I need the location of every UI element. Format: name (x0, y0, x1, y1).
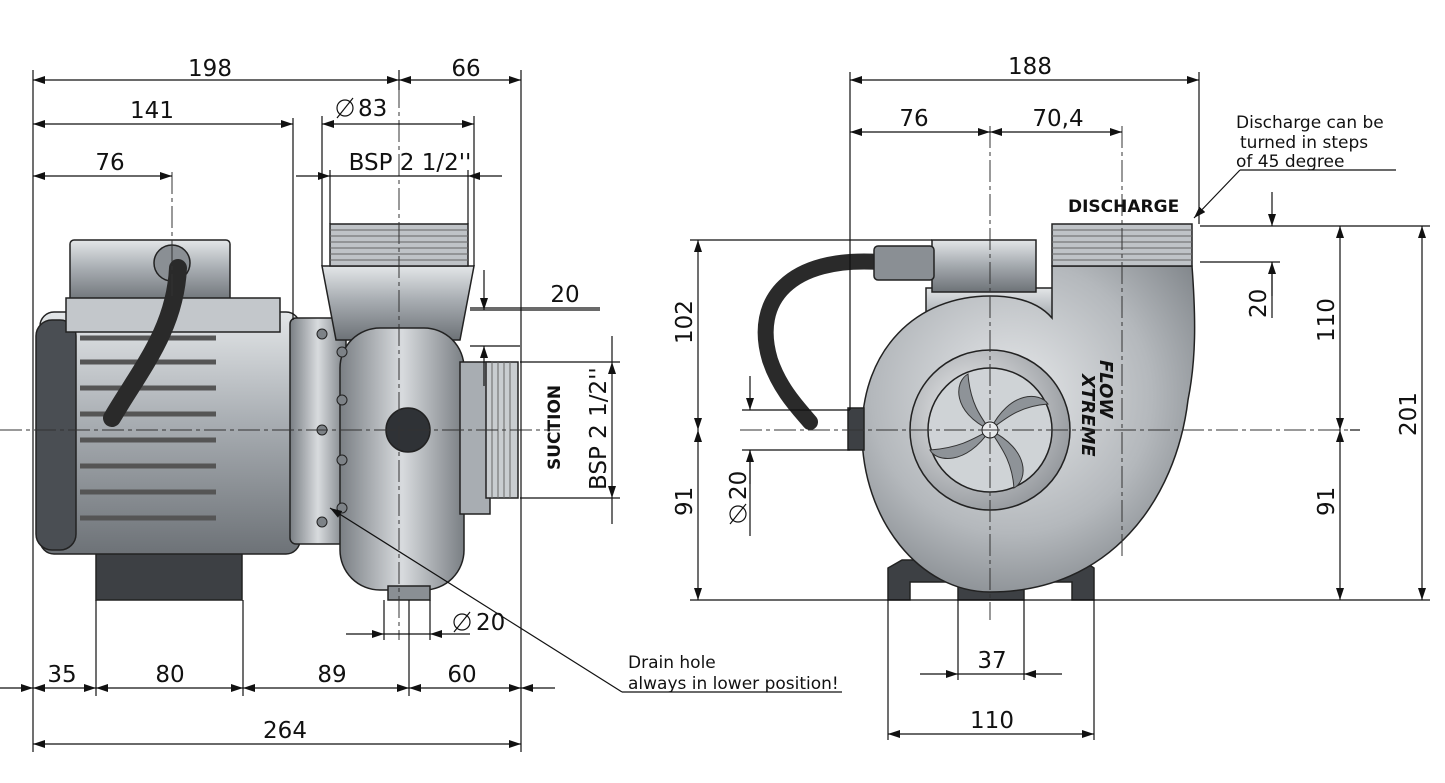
front-view-pump: FLOW XTREME (757, 223, 1196, 601)
drain-plug (387, 585, 431, 601)
dim-188: 188 (1008, 54, 1052, 80)
dim-bsp-suction: BSP 2 1/2'' (586, 367, 612, 490)
terminal-box (69, 239, 231, 303)
drain-note-line-2: always in lower position! (628, 674, 839, 694)
dim-201: 201 (1396, 392, 1422, 436)
dim-70-4: 70,4 (1032, 106, 1083, 132)
dim-76-left: 76 (95, 150, 124, 176)
dim-bsp-discharge: BSP 2 1/2'' (349, 150, 472, 176)
dim-20-left: 20 (550, 282, 579, 308)
flange-bolts (316, 328, 348, 528)
dim-76-right: 76 (899, 106, 928, 132)
side-view-pump (35, 223, 519, 601)
power-cable (103, 259, 187, 427)
dim-80: 80 (155, 662, 184, 688)
dim-102: 102 (672, 300, 698, 344)
dim-89: 89 (317, 662, 346, 688)
discharge-note-line-1: Discharge can be (1236, 113, 1384, 133)
dim-91-left: 91 (672, 487, 698, 516)
dim-dia-20-right: 20 (726, 471, 752, 500)
dim-91-right: 91 (1314, 487, 1340, 516)
discharge-note-line-2: turned in steps (1240, 133, 1368, 153)
volute-side (339, 327, 465, 591)
dim-264: 264 (263, 718, 307, 744)
motor-cooling-fins (35, 319, 216, 551)
dim-141: 141 (130, 98, 174, 124)
brand-line-2: XTREME (1077, 373, 1098, 457)
dim-dia-20-drain: 20 (476, 610, 505, 636)
dim-110-vertical: 110 (1314, 298, 1340, 342)
dim-dia-83: 83 (358, 96, 387, 122)
discharge-label: DISCHARGE (1068, 197, 1179, 217)
dim-37: 37 (977, 648, 1006, 674)
drain-note-line-1: Drain hole (628, 653, 716, 673)
cable-gland-front (873, 245, 935, 281)
side-stub (847, 407, 865, 451)
dim-35: 35 (47, 662, 76, 688)
power-cable-front (757, 253, 888, 430)
discharge-note-line-3: of 45 degree (1236, 152, 1344, 172)
brand-line-1: FLOW (1095, 360, 1116, 419)
impeller (929, 373, 1049, 489)
terminal-box-front (931, 239, 1037, 293)
side-view-dimensions: 198 66 141 83 76 BSP 2 1/2'' 20 SUCTION … (0, 56, 842, 752)
front-view-dimensions: 188 76 70,4 102 91 20 20 110 91 201 37 1… (672, 54, 1430, 740)
dim-198: 198 (188, 56, 232, 82)
dim-110-horizontal: 110 (970, 708, 1014, 734)
dim-60: 60 (447, 662, 476, 688)
dim-66: 66 (451, 56, 480, 82)
suction-label: SUCTION (545, 385, 565, 470)
dim-20-right: 20 (1246, 289, 1272, 318)
